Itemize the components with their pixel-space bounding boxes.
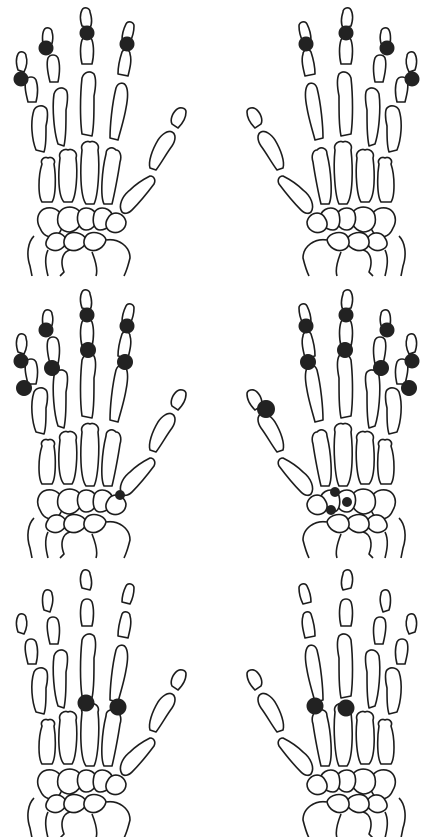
joint-marker-carpal-2 <box>330 487 340 497</box>
joint-marker-middle-pip <box>337 342 353 358</box>
joint-marker-carpal-1 <box>342 497 352 507</box>
joint-marker-ring-dip <box>380 323 395 338</box>
joint-marker-index-pip <box>300 354 316 370</box>
joint-marker-middle-dip <box>339 26 354 41</box>
joint-marker-index-pip <box>117 354 133 370</box>
joint-marker-index-dip <box>299 37 314 52</box>
joint-marker-index-dip <box>299 319 314 334</box>
joint-marker-index-mcp <box>338 700 355 717</box>
joint-marker-index-dip <box>120 37 135 52</box>
joint-marker-middle-dip <box>80 308 95 323</box>
joint-marker-ring-mcp <box>110 699 127 716</box>
hand-bones <box>17 570 187 837</box>
joint-marker-little-dip <box>405 354 420 369</box>
joint-marker-little-pip <box>16 380 32 396</box>
joint-marker-ring-pip <box>373 360 389 376</box>
joint-marker-middle-mcp <box>78 695 95 712</box>
joint-marker-little-dip <box>405 72 420 87</box>
joint-marker-ring-dip <box>39 323 54 338</box>
joint-marker-ring-dip <box>380 41 395 56</box>
joint-marker-cmc1 <box>115 490 125 500</box>
hand-bottom-left-image <box>17 570 187 837</box>
joint-marker-little-dip <box>14 72 29 87</box>
joint-marker-middle-dip <box>339 308 354 323</box>
joint-marker-middle-dip <box>80 26 95 41</box>
joint-markers-bottom-right-image <box>307 698 355 717</box>
joint-marker-index-dip <box>120 319 135 334</box>
joint-marker-little-dip <box>14 354 29 369</box>
joint-marker-ring-dip <box>39 41 54 56</box>
joint-marker-middle-pip <box>80 342 96 358</box>
hand-bottom-right-image <box>247 570 417 837</box>
hand-bones <box>247 570 417 837</box>
joint-marker-thumb-ip <box>257 400 275 418</box>
joint-marker-carpal-3 <box>326 505 336 515</box>
joint-marker-little-pip <box>401 380 417 396</box>
joint-marker-middle-mcp <box>307 698 324 715</box>
joint-marker-ring-pip <box>44 360 60 376</box>
